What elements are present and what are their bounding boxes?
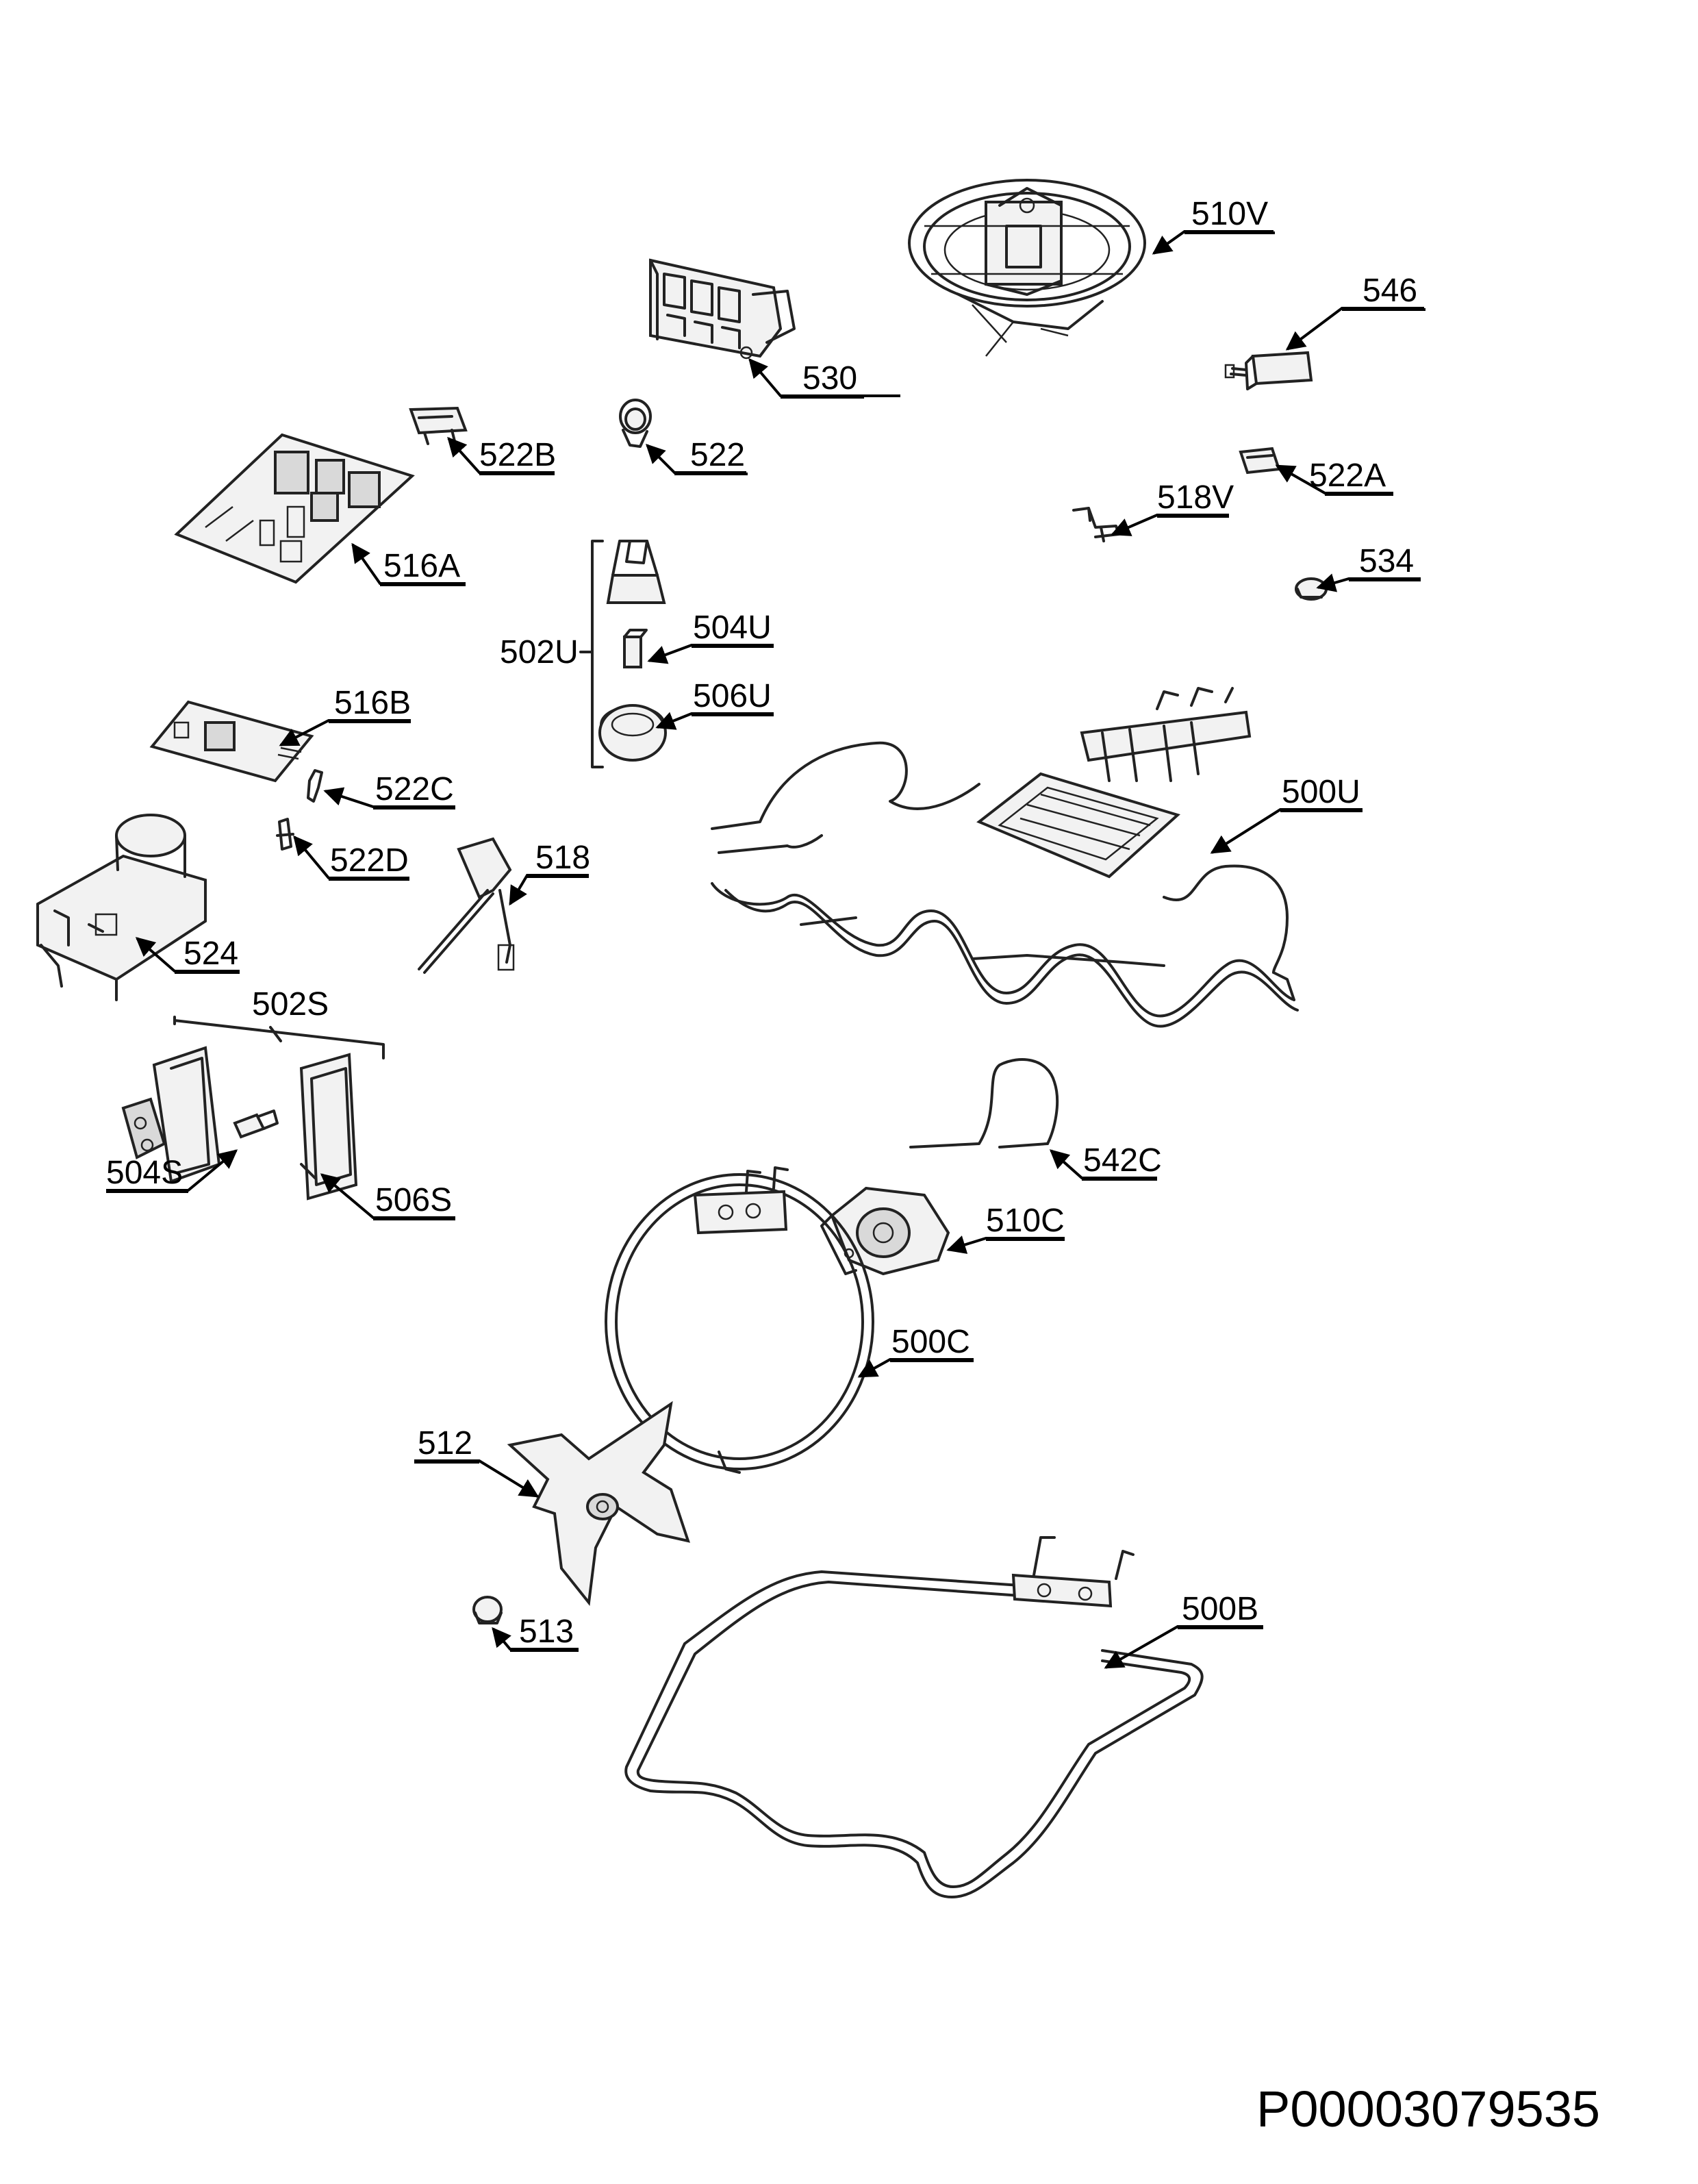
label-510c: 510C	[986, 1203, 1065, 1239]
nut-513	[472, 1596, 503, 1624]
fan-motor-510v	[908, 179, 1146, 357]
part-labels: 510V 546 530 522 522B 522A 518V 534 516A…	[106, 196, 1417, 1650]
label-522a: 522A	[1309, 457, 1386, 494]
clip-542c	[909, 1058, 1059, 1149]
label-534: 534	[1359, 543, 1414, 579]
fan-blade-512	[507, 1401, 691, 1606]
label-518: 518	[535, 840, 590, 876]
label-502s: 502S	[252, 986, 329, 1022]
connector-522a	[1239, 447, 1281, 475]
label-underlines	[106, 231, 1425, 1652]
label-546: 546	[1363, 273, 1417, 309]
label-513: 513	[519, 1614, 574, 1650]
switch-cover-506s	[299, 1053, 358, 1201]
label-504u: 504U	[693, 610, 772, 646]
switch-pin-504s	[233, 1109, 279, 1139]
label-500b: 500B	[1182, 1591, 1258, 1627]
clip-522	[619, 399, 652, 448]
label-522b: 522B	[479, 437, 556, 473]
sensor-bracket-518v	[1072, 507, 1120, 542]
knob-shaft-502u	[606, 540, 666, 604]
label-512: 512	[418, 1425, 472, 1461]
power-board-516a	[174, 433, 415, 584]
knob-cap-506u	[598, 704, 667, 762]
document-number: P00003079535	[1256, 2081, 1600, 2137]
label-542c: 542C	[1083, 1142, 1162, 1179]
convection-motor-510c	[820, 1186, 950, 1276]
label-506u: 506U	[693, 678, 772, 714]
part-522d	[276, 818, 294, 851]
connector-522b	[409, 406, 468, 445]
label-504s: 504S	[106, 1155, 183, 1191]
label-500c: 500C	[891, 1324, 970, 1360]
lamp-cap-534	[1295, 577, 1328, 601]
label-530: 530	[802, 360, 857, 397]
thermal-fuse-546	[1224, 351, 1313, 390]
part-522c	[307, 769, 323, 803]
label-516b: 516B	[334, 685, 411, 721]
label-500u: 500U	[1282, 774, 1360, 810]
label-522: 522	[690, 437, 745, 473]
door-lock-524	[36, 814, 207, 1001]
control-board-516b	[149, 700, 314, 783]
label-516a: 516A	[383, 548, 460, 584]
bracket-502s	[173, 1016, 385, 1059]
label-522c: 522C	[375, 771, 454, 807]
bracket-502u	[579, 540, 604, 768]
label-522d: 522D	[330, 842, 409, 879]
ring-element-500c	[605, 1166, 874, 1474]
label-506s: 506S	[375, 1182, 452, 1218]
pin-504u	[623, 629, 648, 668]
label-510v: 510V	[1191, 196, 1268, 232]
grill-element-500u	[711, 687, 1299, 1028]
label-524: 524	[183, 936, 238, 972]
label-502u: 502U	[500, 634, 579, 670]
bottom-element-500b	[624, 1536, 1204, 1898]
terminal-block-530	[649, 258, 796, 360]
temperature-probe-518	[418, 837, 515, 974]
label-518v: 518V	[1157, 479, 1234, 516]
